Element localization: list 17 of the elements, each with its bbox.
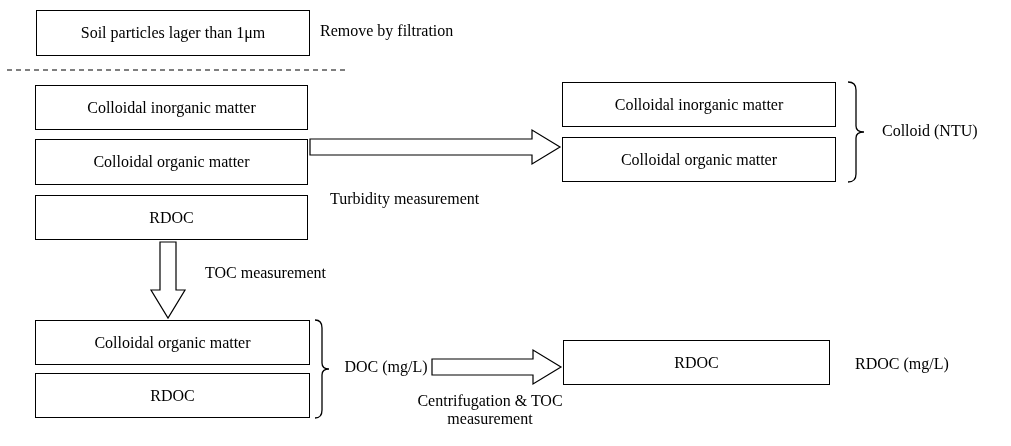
block-arrow (431, 348, 563, 386)
process-box: Colloidal organic matter (562, 137, 836, 182)
process-box: RDOC (563, 340, 830, 385)
side-note: Remove by filtration (320, 22, 454, 40)
side-note: RDOC (mg/L) (855, 355, 949, 373)
node-text: DOC (mg/L) (344, 358, 428, 376)
process-box: RDOC (35, 373, 310, 418)
process-box: Colloidal organic matter (35, 139, 308, 185)
edge-label: Turbidity measurement (330, 190, 480, 208)
process-box: Soil particles lager than 1μm (36, 10, 310, 56)
group-label: Colloid (NTU) (882, 122, 978, 140)
block-arrow (309, 128, 562, 166)
process-box: Colloidal inorganic matter (562, 82, 836, 127)
process-box: RDOC (35, 195, 308, 240)
block-arrow (149, 241, 187, 320)
process-box: Colloidal inorganic matter (35, 85, 308, 130)
process-box: Colloidal organic matter (35, 320, 310, 365)
